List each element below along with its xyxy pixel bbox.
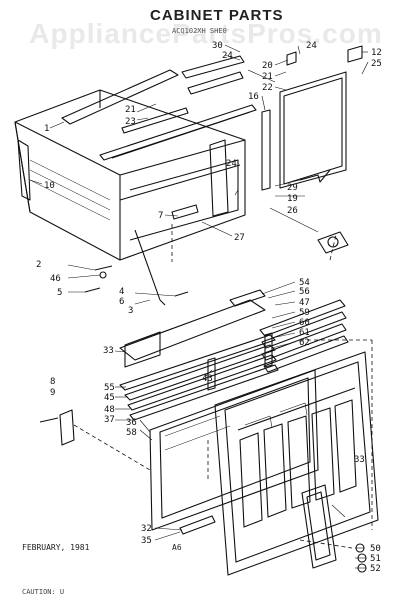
- callout-label-48: 48: [104, 405, 115, 415]
- callout-label-58: 58: [126, 428, 137, 438]
- callout-label-22: 22: [262, 83, 273, 93]
- callout-label-4: 4: [119, 287, 124, 297]
- louver-assembly: [119, 299, 349, 421]
- callout-label-5: 5: [57, 288, 62, 298]
- front-grille: [214, 351, 379, 576]
- callout-label-12: 12: [371, 48, 382, 58]
- callout-label-21-2: 21: [262, 72, 273, 82]
- callout-label-7: 7: [158, 211, 163, 221]
- callout-label-23: 23: [125, 117, 136, 127]
- callout-label-54: 54: [299, 278, 310, 288]
- callout-label-52: 52: [370, 564, 381, 574]
- callout-label-16: 16: [248, 92, 259, 102]
- callout-label-1: 1: [44, 124, 49, 134]
- callout-label-19: 19: [287, 194, 298, 204]
- callout-label-20: 20: [262, 61, 273, 71]
- callout-label-2: 2: [36, 260, 41, 270]
- callout-label-21: 21: [125, 105, 136, 115]
- callout-label-45: 45: [104, 393, 115, 403]
- callout-label-3: 3: [128, 306, 133, 316]
- callout-label-47: 47: [299, 298, 310, 308]
- callout-label-62: 62: [299, 338, 310, 348]
- callout-label-60: 60: [299, 318, 310, 328]
- caution-note: CAUTION: U: [22, 588, 65, 596]
- callout-label-27: 27: [234, 233, 245, 243]
- callout-label-59: 59: [299, 308, 310, 318]
- revision-date: FEBRUARY, 1981: [22, 543, 90, 552]
- callout-label-55: 55: [104, 383, 115, 393]
- page-number: A6: [172, 543, 182, 552]
- callout-label-33: 33: [103, 346, 114, 356]
- callout-label-61: 61: [299, 328, 310, 338]
- cabinet-shell: [14, 89, 246, 261]
- callout-label-50: 50: [370, 544, 381, 554]
- callout-label-43: 43: [202, 374, 213, 384]
- leader-lines: [29, 44, 369, 569]
- callout-label-9: 9: [50, 388, 55, 398]
- callout-label-25: 25: [371, 59, 382, 69]
- callout-label-8: 8: [50, 377, 55, 387]
- watermark: AppliancePartsPros.com: [29, 18, 383, 49]
- side-panel: [261, 45, 363, 191]
- diagram-subtitle: ACQ102XH SHE0: [172, 27, 227, 35]
- callout-label-10: 10: [44, 181, 55, 191]
- callout-label-30: 30: [212, 41, 223, 51]
- callout-label-26: 26: [287, 206, 298, 216]
- callout-label-24-3: 24: [222, 51, 233, 61]
- callout-label-33-2: 33: [354, 455, 365, 465]
- diagram-title: CABINET PARTS: [150, 7, 284, 24]
- control-panel: [119, 289, 266, 368]
- callout-label-29: 29: [287, 183, 298, 193]
- filter-frame: [149, 369, 319, 531]
- callout-label-6: 6: [119, 297, 124, 307]
- callout-label-51: 51: [370, 554, 381, 564]
- callout-label-24-2: 24: [306, 41, 317, 51]
- callout-label-46: 46: [50, 274, 61, 284]
- callout-label-56: 56: [299, 287, 310, 297]
- alignment-lines: [73, 224, 373, 549]
- callout-label-37: 37: [104, 415, 115, 425]
- callout-label-35: 35: [141, 536, 152, 546]
- callout-label-36: 36: [126, 418, 137, 428]
- callout-label-24: 24: [226, 159, 237, 169]
- part-callout-labels: 1234567891012161920212122232424242526272…: [36, 41, 382, 574]
- top-rails: [61, 55, 257, 161]
- callout-label-32: 32: [141, 524, 152, 534]
